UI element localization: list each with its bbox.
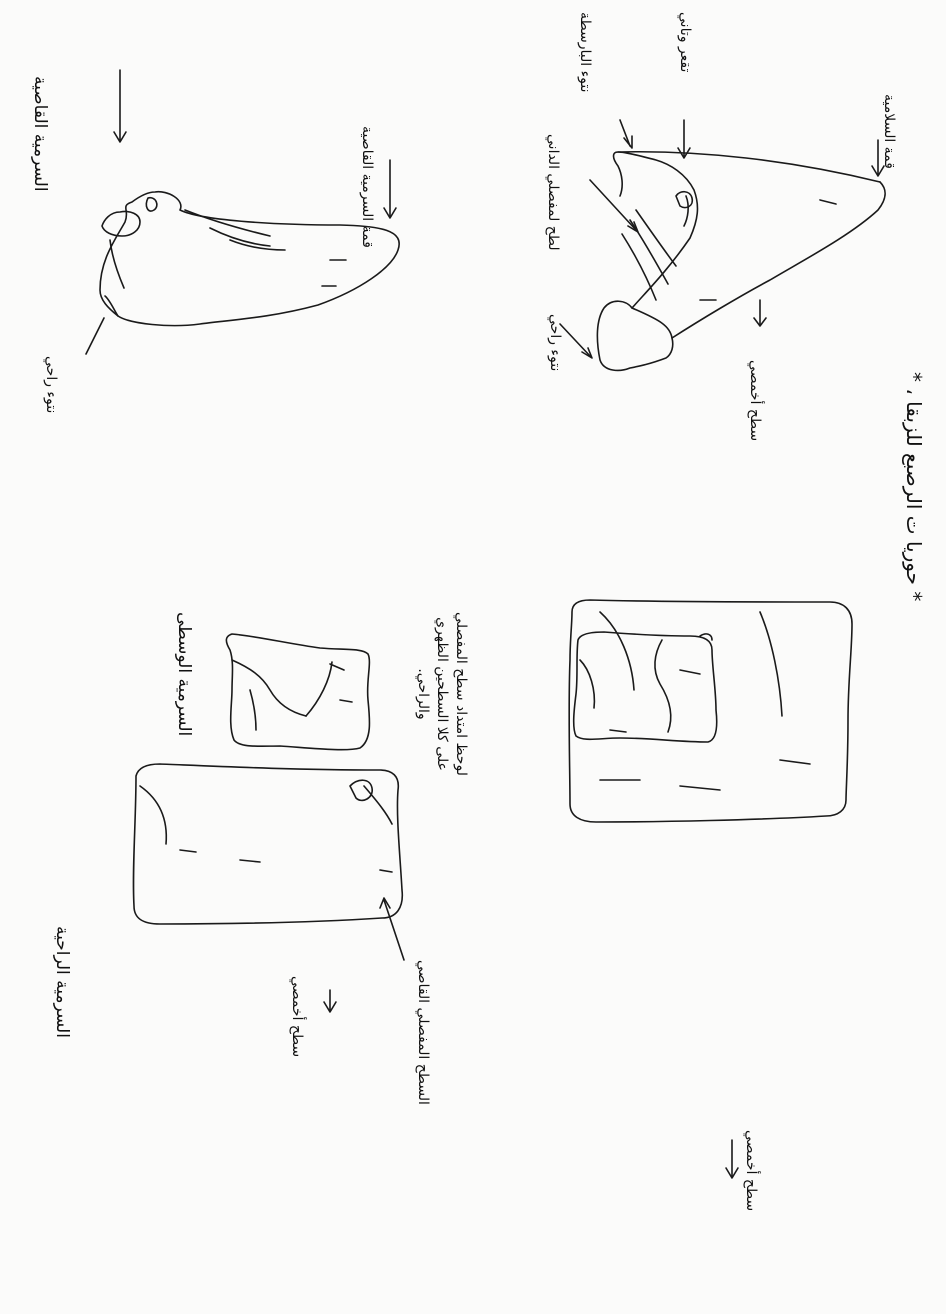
label-articular-ridge: لطح لمفصلي الداني	[546, 134, 560, 251]
label-dorsal-surface-right: سطح أخمصي	[748, 360, 762, 441]
label-middle-phalanx-title: السرمية الوسطى	[175, 612, 192, 736]
label-distal-phalanx-title: السرمية القاصية	[31, 76, 48, 192]
proximal-phalanx-dorsal-drawing	[133, 764, 402, 924]
label-distal-tip-top: قمة السرمية القاصية	[360, 126, 374, 248]
label-footnote: * حوريا ت الرصبع للزبقا ، *	[904, 372, 924, 601]
label-volar-tubercle: تقعر وتاني	[678, 12, 692, 72]
label-dorsal-surface-left: سطح أخمصي	[290, 976, 304, 1057]
middle-phalanx-dorsal-drawing	[226, 634, 369, 750]
label-proximal-phalanx-title: السرمية الراحية	[53, 926, 70, 1038]
label-extensor-process-right: نتوء راحي	[548, 314, 562, 371]
label-middle-phalanx-note: لوحظ امتداد سطح المفصلي على كلا السطحين …	[413, 604, 470, 784]
label-phalanx-tip: قمة السلامية	[882, 94, 896, 169]
distal-phalanx-lateral-drawing	[100, 192, 399, 326]
label-dorsal-surface-bottom: سطح أخمصي	[744, 1130, 758, 1211]
proximal-phalanx-lateral-drawing	[597, 152, 885, 371]
middle-phalanx-volar-drawing	[574, 632, 717, 742]
label-articular-surface-left: السطح المفصلي القاصي	[416, 960, 430, 1105]
label-extensor-process-top: نتوء راحي	[44, 356, 58, 413]
label-articular-prominence: نتوء البارسطة	[578, 12, 592, 93]
